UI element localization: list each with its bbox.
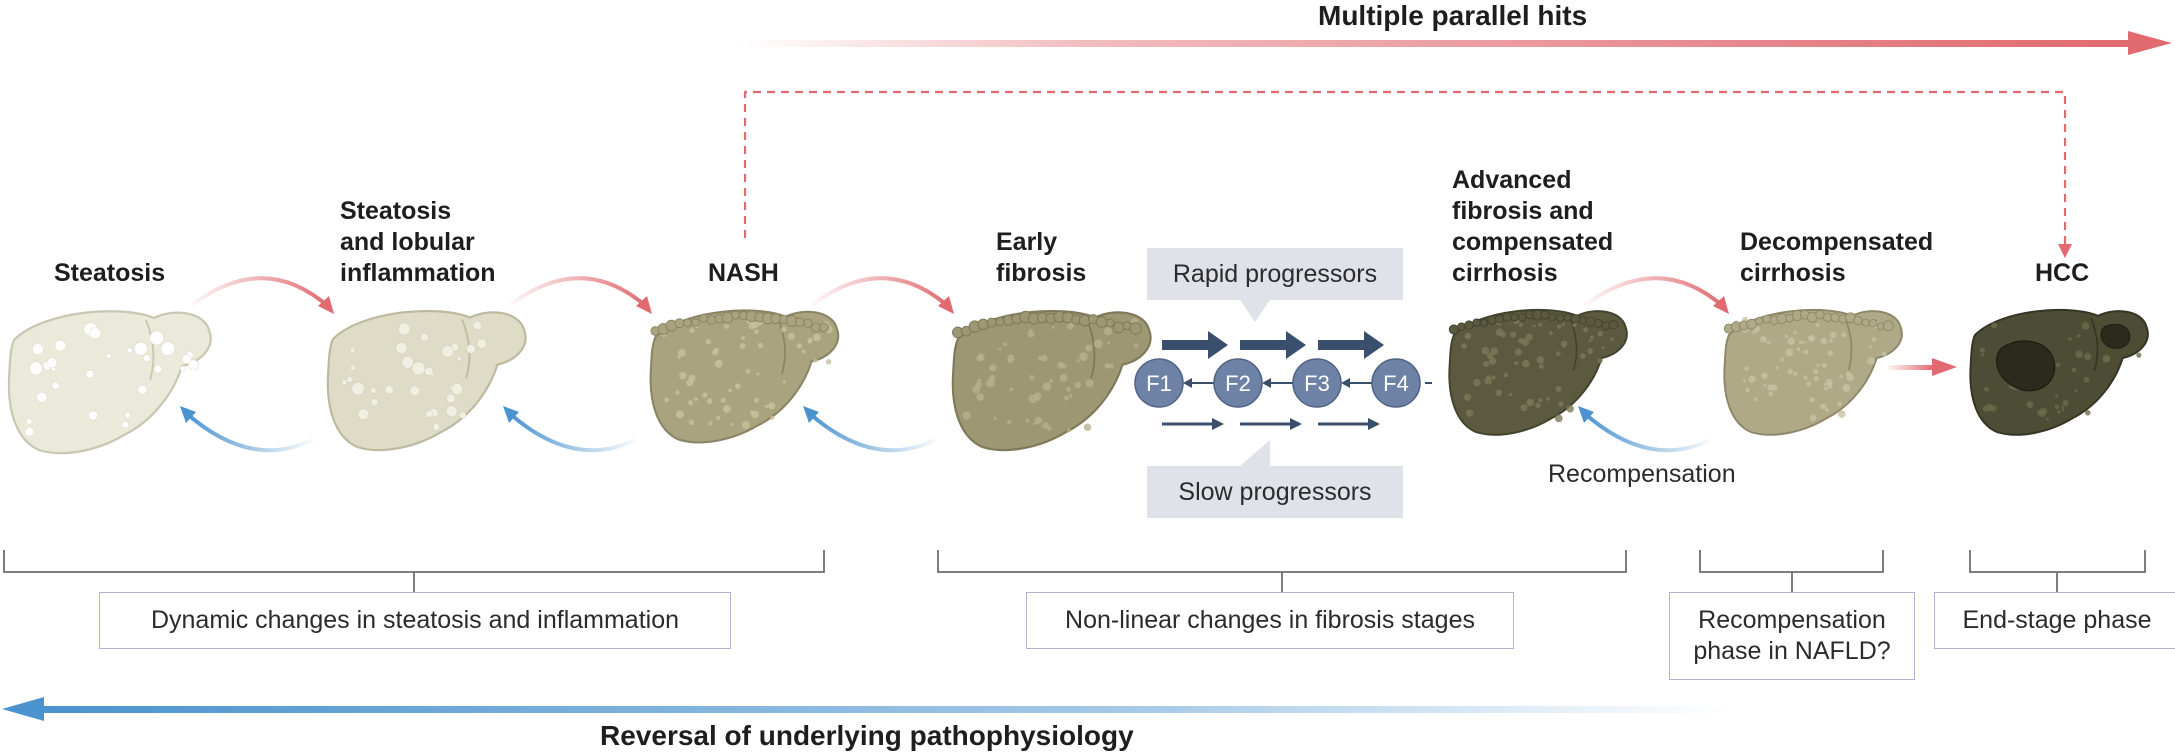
regression-small-arrow bbox=[1341, 378, 1372, 388]
fibrosis-stage-f2: F2 bbox=[1213, 358, 1263, 408]
nash-to-hcc-dashed-arrow bbox=[743, 90, 2067, 250]
slow-progressors-callout-shape bbox=[1147, 440, 1403, 518]
slow-arrow bbox=[1240, 418, 1302, 430]
rapid-arrow bbox=[1318, 331, 1384, 359]
stage-label-advanced: Advanced fibrosis and compensated cirrho… bbox=[1452, 166, 1614, 287]
stage-label-decompensated: Decompensated cirrhosis bbox=[1740, 228, 1934, 287]
rapid-arrow bbox=[1162, 331, 1228, 359]
bracket-dynamic bbox=[3, 550, 825, 592]
regression-small-arrow bbox=[1262, 378, 1293, 388]
regression-small-arrow bbox=[1183, 378, 1214, 388]
reversal-arrow bbox=[2, 697, 1728, 721]
slow-arrow bbox=[1162, 418, 1224, 430]
stage-label-hcc: HCC bbox=[2035, 259, 2090, 287]
brackets bbox=[3, 550, 2146, 592]
multiple-hits-title: Multiple parallel hits bbox=[1318, 0, 1588, 31]
recompensation-label: Recompensation bbox=[1548, 460, 1736, 488]
slow-progressors-label: Slow progressors bbox=[1178, 477, 1372, 506]
nonlinear-changes-box: Non-linear changes in fibrosis stages bbox=[1026, 592, 1514, 649]
inflammation-regression-arrow bbox=[503, 406, 636, 453]
bracket-recomp bbox=[1699, 550, 1884, 592]
recompensation-phase-box: Recompensation phase in NAFLD? bbox=[1669, 592, 1915, 680]
rapid-progressors-callout-shape bbox=[1147, 248, 1403, 322]
liver-early-fibrosis-icon bbox=[951, 310, 1152, 452]
fibrosis-stage-label: F3 bbox=[1304, 371, 1330, 396]
stage-label-steatosis: Steatosis bbox=[54, 259, 166, 287]
liver-steatosis-icon bbox=[7, 310, 212, 455]
rapid-arrow bbox=[1240, 331, 1306, 359]
liver-advanced-icon bbox=[1448, 308, 1628, 436]
bracket-nonlinear bbox=[937, 550, 1627, 592]
fibrosis-stage-label: F2 bbox=[1225, 371, 1251, 396]
nash-regression-arrow bbox=[803, 406, 936, 453]
nash-progression-arrow bbox=[810, 276, 954, 314]
fibrosis-stage-label: F1 bbox=[1146, 371, 1172, 396]
dynamic-changes-box: Dynamic changes in steatosis and inflamm… bbox=[99, 592, 731, 649]
decompensated-to-hcc-arrow bbox=[1888, 358, 1957, 376]
stage-label-nash: NASH bbox=[708, 259, 779, 287]
bracket-end-stage bbox=[1969, 550, 2146, 592]
liver-hcc-icon bbox=[1969, 308, 2149, 436]
slow-progression-arrows bbox=[1162, 418, 1380, 430]
fibrosis-stage-row: F1 F2 F3 F4 bbox=[1134, 358, 1432, 408]
fibrosis-stage-label: F4 bbox=[1383, 371, 1409, 396]
inflammation-progression-arrow bbox=[508, 276, 652, 314]
rapid-progression-arrows bbox=[1162, 331, 1384, 359]
end-stage-phase-box: End-stage phase bbox=[1934, 592, 2175, 649]
steatosis-regression-arrow bbox=[180, 406, 313, 453]
stage-label-early-fibrosis: Early fibrosis bbox=[996, 228, 1087, 287]
liver-nash-icon bbox=[649, 309, 840, 444]
reversal-title: Reversal of underlying pathophysiology bbox=[600, 720, 1134, 751]
liver-steatosis-inflammation-icon bbox=[326, 310, 527, 452]
recompensation-arrow bbox=[1578, 406, 1711, 453]
liver-decompensated-icon bbox=[1723, 308, 1903, 436]
fibrosis-stage-f1: F1 bbox=[1134, 358, 1184, 408]
multiple-hits-arrow bbox=[740, 31, 2172, 55]
slow-arrow bbox=[1318, 418, 1380, 430]
fibrosis-stage-f3: F3 bbox=[1292, 358, 1342, 408]
rapid-progressors-label: Rapid progressors bbox=[1172, 259, 1378, 288]
liver-illustrations bbox=[7, 308, 2149, 455]
cirrhosis-progression-arrow bbox=[1583, 276, 1729, 314]
stage-label-steatosis-inflammation: Steatosis and lobular inflammation bbox=[340, 197, 496, 287]
fibrosis-stage-f4: F4 bbox=[1371, 358, 1421, 408]
nash-to-hcc-arrowhead bbox=[2058, 244, 2072, 258]
steatosis-progression-arrow bbox=[190, 276, 334, 314]
